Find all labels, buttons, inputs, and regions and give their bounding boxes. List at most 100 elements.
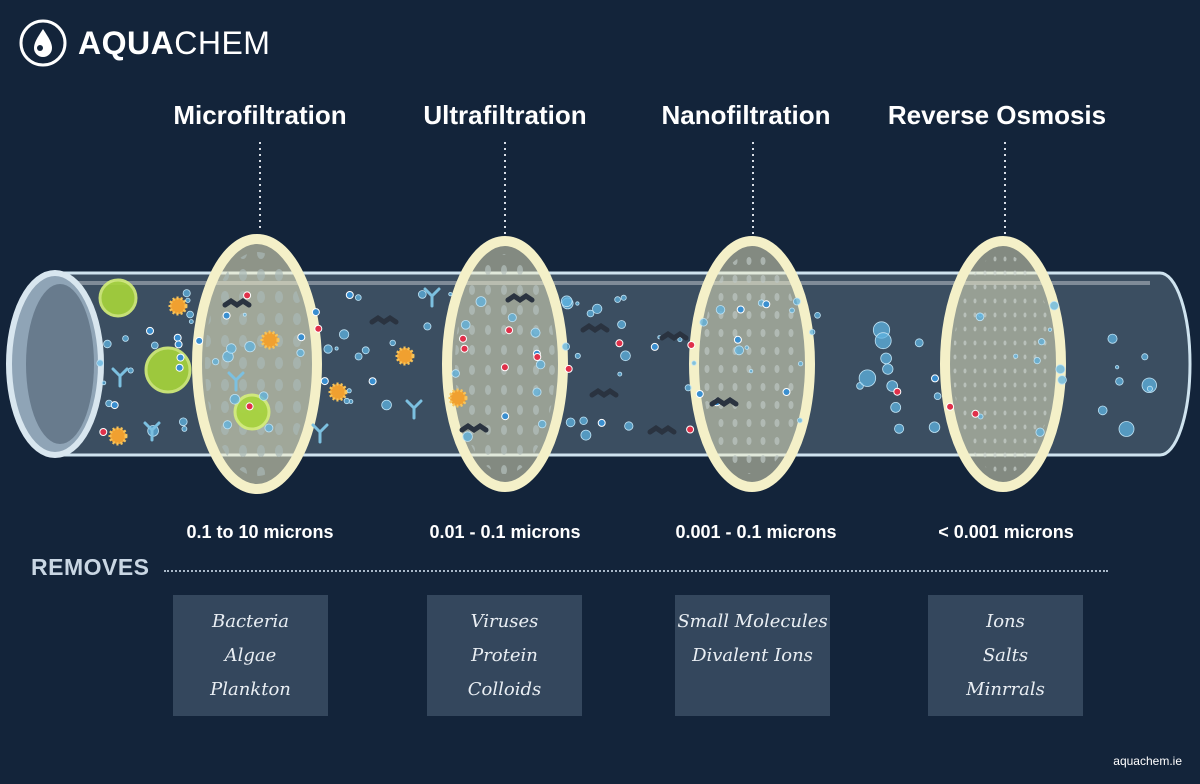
particles xyxy=(96,278,1158,446)
micron-range-reverse-osmosis: < 0.001 microns xyxy=(938,522,1074,542)
molecule-chain xyxy=(222,297,252,309)
ion-particle xyxy=(615,339,624,348)
water-droplet xyxy=(809,328,816,336)
ion-particle xyxy=(971,409,980,418)
water-droplet xyxy=(880,352,892,365)
water-droplet xyxy=(561,342,571,351)
ion-particle xyxy=(505,326,514,335)
protein-particle xyxy=(405,399,423,420)
protein-particle xyxy=(311,423,329,444)
water-droplet xyxy=(1107,333,1118,344)
water-droplet xyxy=(1141,353,1149,361)
water-droplet xyxy=(532,387,542,397)
water-droplet xyxy=(475,296,487,308)
water-droplet xyxy=(1033,356,1041,365)
molecule-chain xyxy=(580,322,610,334)
stage-title-nanofiltration: Nanofiltration xyxy=(661,100,831,130)
protein-particle xyxy=(423,287,441,308)
removes-item: Minrrals xyxy=(966,679,1045,700)
water-droplet xyxy=(381,399,392,411)
water-droplet xyxy=(181,425,188,432)
micron-range-nanofiltration: 0.001 - 0.1 microns xyxy=(675,522,837,542)
bacteria-particle xyxy=(98,278,138,318)
water-droplet xyxy=(1049,301,1059,311)
protein-particle xyxy=(143,421,161,442)
ion-particle xyxy=(245,402,254,411)
protein-particle xyxy=(227,371,245,392)
ion-particle xyxy=(222,311,231,320)
water-droplet xyxy=(975,312,985,322)
removes-box-ultrafiltration: Viruses Protein Colloids xyxy=(427,595,582,716)
water-droplet xyxy=(560,295,573,308)
water-droplet xyxy=(874,332,892,350)
ion-particle xyxy=(931,374,939,383)
removes-box-nanofiltration: Small Molecules Divalent Ions xyxy=(675,595,830,716)
water-droplet xyxy=(614,296,621,303)
ion-particle xyxy=(501,412,510,421)
water-droplet xyxy=(914,338,924,348)
molecule-chain xyxy=(647,424,677,436)
water-droplet xyxy=(677,337,683,343)
removes-item: Divalent Ions xyxy=(692,645,813,666)
ion-particle xyxy=(243,291,252,300)
membrane-nanofiltration xyxy=(689,236,815,492)
water-droplet xyxy=(734,345,744,356)
water-droplet xyxy=(1146,385,1153,392)
water-droplet xyxy=(242,312,247,317)
ion-particle xyxy=(736,305,745,314)
micron-range-microfiltration: 0.1 to 10 microns xyxy=(186,522,334,542)
water-droplet xyxy=(1055,364,1066,375)
water-droplet xyxy=(222,420,232,430)
ion-particle xyxy=(368,377,377,386)
ion-particle xyxy=(99,428,108,436)
ion-particle xyxy=(345,291,354,299)
water-droplet xyxy=(96,359,104,367)
water-droplet xyxy=(1035,427,1045,437)
water-droplet xyxy=(417,290,427,299)
ion-particle xyxy=(733,335,742,344)
water-droplet xyxy=(185,297,191,303)
water-droplet xyxy=(451,369,460,378)
ion-particle xyxy=(311,308,320,317)
water-droplet xyxy=(691,360,697,366)
water-droplet xyxy=(296,348,305,357)
ion-particle xyxy=(782,388,791,396)
water-droplet xyxy=(259,391,269,401)
water-droplet xyxy=(1038,338,1046,346)
water-droplet xyxy=(624,421,634,431)
water-droplet xyxy=(354,294,362,301)
water-droplet xyxy=(814,311,821,319)
removes-item: Algae xyxy=(224,645,277,666)
removes-label: REMOVES xyxy=(31,554,150,580)
water-droplet xyxy=(423,322,432,331)
ion-particle xyxy=(314,324,323,333)
stage-title-reverse-osmosis: Reverse Osmosis xyxy=(887,100,1107,130)
water-droplet xyxy=(1118,421,1135,437)
water-droplet xyxy=(1115,365,1120,370)
water-droplet xyxy=(744,345,749,350)
water-droplet xyxy=(530,327,541,338)
water-droplet xyxy=(462,431,473,442)
ion-particle xyxy=(174,340,183,349)
ion-particle xyxy=(175,363,184,372)
water-droplet xyxy=(1115,377,1124,386)
ion-particle xyxy=(195,336,204,345)
stage-title-ultrafiltration: Ultrafiltration xyxy=(423,100,587,130)
ion-particle xyxy=(597,418,606,427)
water-droplet xyxy=(535,359,546,370)
water-droplet xyxy=(797,361,804,367)
water-droplet xyxy=(748,368,754,374)
virus-particle xyxy=(260,330,280,350)
water-droplet xyxy=(579,416,588,425)
water-droplet xyxy=(448,291,453,297)
water-droplet xyxy=(1047,327,1053,332)
water-droplet xyxy=(151,341,159,350)
removes-item: Salts xyxy=(982,645,1029,666)
water-droplet xyxy=(346,388,352,394)
molecule-chain xyxy=(505,292,535,304)
water-droplet xyxy=(127,367,134,374)
water-droplet xyxy=(182,289,191,298)
ion-particle xyxy=(320,377,329,386)
water-droplet xyxy=(122,335,129,342)
